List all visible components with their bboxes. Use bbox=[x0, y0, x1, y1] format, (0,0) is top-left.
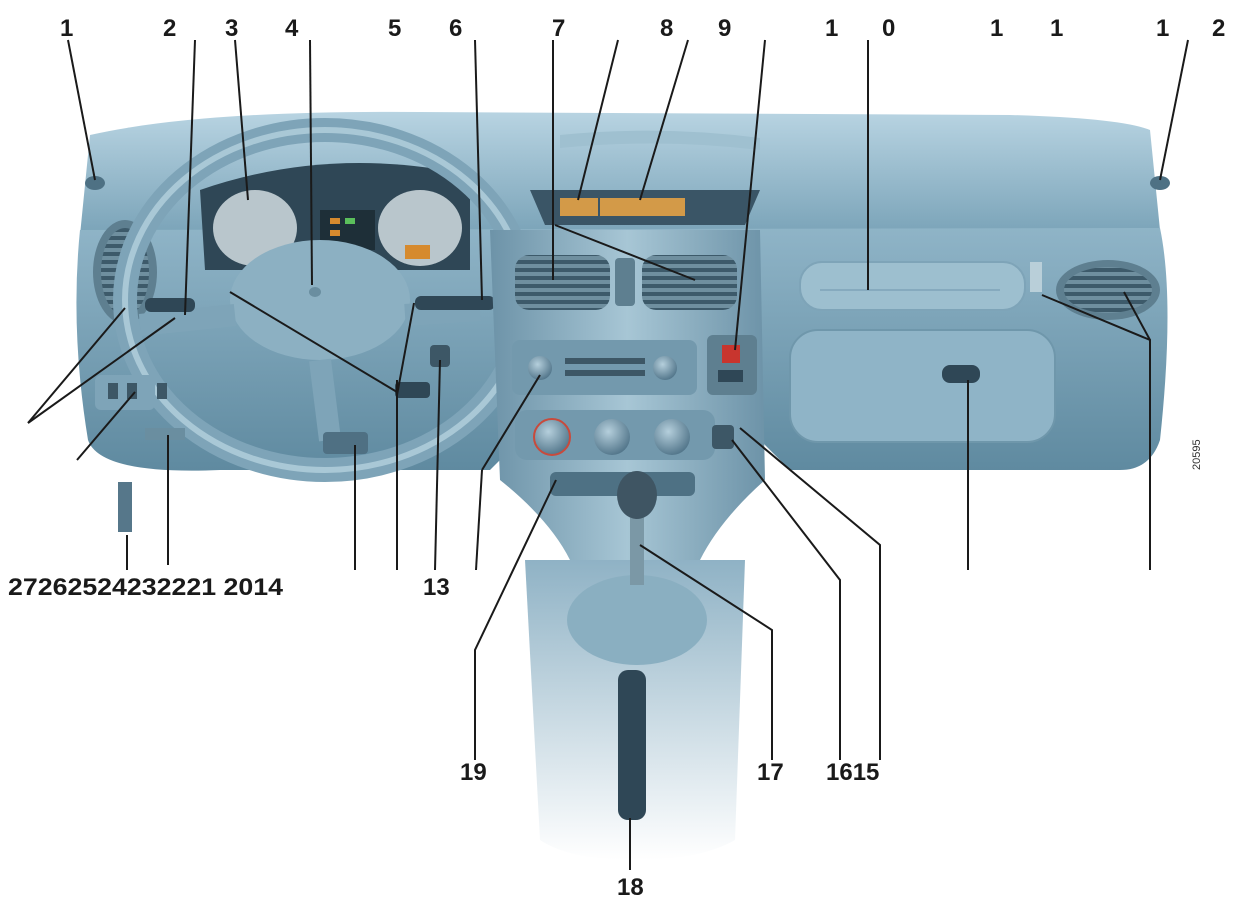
steering-adjust-lever[interactable] bbox=[395, 382, 430, 398]
switch-2[interactable] bbox=[127, 383, 137, 399]
fan-speed-knob[interactable] bbox=[654, 419, 690, 455]
image-code: 20595 bbox=[1191, 439, 1203, 470]
callout-bottom-left-row: 27262524232221 2014 bbox=[8, 574, 284, 601]
callout-top-3: 3 bbox=[225, 15, 238, 42]
gear-lever[interactable] bbox=[525, 471, 745, 860]
centre-displays bbox=[530, 190, 760, 225]
hazard-warning-button[interactable] bbox=[722, 345, 740, 363]
callout-top-12a: 1 bbox=[1156, 15, 1169, 42]
switch-3[interactable] bbox=[157, 383, 167, 399]
rear-demister-button[interactable] bbox=[718, 370, 743, 382]
instrument-panel bbox=[200, 163, 470, 270]
switch-1[interactable] bbox=[108, 383, 118, 399]
gear-knob[interactable] bbox=[617, 471, 657, 519]
lighting-stalk[interactable] bbox=[145, 298, 195, 312]
airbag-horn-icon bbox=[309, 287, 321, 297]
bonnet-release[interactable] bbox=[323, 432, 368, 454]
callout-top-7: 7 bbox=[552, 15, 565, 42]
callout-bottom-18: 18 bbox=[617, 874, 644, 898]
callout-top-10b: 0 bbox=[882, 15, 895, 42]
callout-numbers-top: 1 2 3 4 5 6 7 8 9 1 0 1 1 1 2 bbox=[60, 15, 1225, 42]
callout-bottom-13: 13 bbox=[423, 574, 450, 601]
callout-numbers-bottom: 27262524232221 2014 13 19 17 1615 18 bbox=[8, 574, 879, 898]
left-side-demister bbox=[85, 176, 105, 190]
airbag-label bbox=[1030, 262, 1042, 292]
info-display bbox=[600, 198, 685, 216]
glovebox-handle[interactable] bbox=[942, 365, 980, 383]
callout-top-11a: 1 bbox=[990, 15, 1003, 42]
glovebox[interactable] bbox=[789, 329, 1056, 443]
lower-left-switch-panel bbox=[95, 375, 185, 440]
centre-console bbox=[490, 230, 765, 560]
fuse-box-cover bbox=[145, 428, 185, 440]
air-recirculation-button[interactable] bbox=[712, 425, 734, 449]
air-distribution-knob[interactable] bbox=[594, 419, 630, 455]
callout-top-1: 1 bbox=[60, 15, 73, 42]
callout-top-6: 6 bbox=[449, 15, 462, 42]
callout-bottom-1615: 1615 bbox=[826, 759, 879, 786]
callout-bottom-19: 19 bbox=[460, 759, 487, 786]
right-side-demister bbox=[1150, 176, 1170, 190]
callout-top-5: 5 bbox=[388, 15, 401, 42]
clock-display bbox=[560, 198, 598, 216]
callout-top-4: 4 bbox=[285, 15, 299, 42]
handbrake[interactable] bbox=[618, 670, 646, 820]
temperature-knob[interactable] bbox=[533, 418, 571, 456]
passenger-airbag-panel bbox=[799, 261, 1026, 311]
radio[interactable] bbox=[512, 340, 697, 395]
radio-tuning-knob[interactable] bbox=[653, 356, 677, 380]
handbrake-lever-stub bbox=[118, 482, 132, 532]
callout-top-12b: 2 bbox=[1212, 15, 1225, 42]
wiper-stalk[interactable] bbox=[415, 296, 495, 310]
hazard-switch-panel bbox=[707, 335, 757, 395]
callout-top-11b: 1 bbox=[1050, 15, 1063, 42]
callout-top-8: 8 bbox=[660, 15, 673, 42]
callout-bottom-17: 17 bbox=[757, 759, 784, 786]
ignition-switch[interactable] bbox=[430, 345, 450, 367]
radio-volume-knob[interactable] bbox=[528, 356, 552, 380]
centre-right-vent bbox=[642, 255, 737, 310]
centre-left-vent bbox=[515, 255, 610, 310]
callout-top-10a: 1 bbox=[825, 15, 838, 42]
leader-lines bbox=[27, 39, 1189, 870]
callout-top-9: 9 bbox=[718, 15, 731, 42]
right-air-vent bbox=[1056, 260, 1160, 320]
callout-top-2: 2 bbox=[163, 15, 176, 42]
